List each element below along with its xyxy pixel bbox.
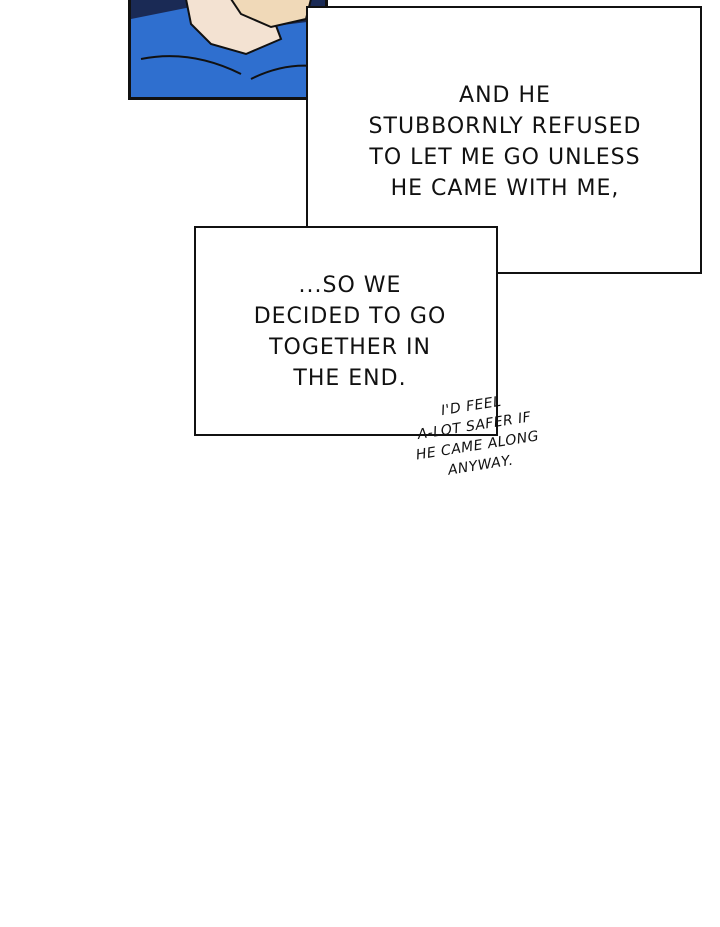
box-merge-cover (304, 228, 312, 272)
illustration-panel (128, 0, 328, 100)
narration-box-bottom (194, 226, 498, 436)
narration-text-top: AND HE STUBBORNLY REFUSED TO LET ME GO U… (368, 83, 642, 201)
narration-text-bottom: ...SO WE DECIDED TO GO TOGETHER IN THE E… (253, 273, 447, 391)
box-merge-cover (196, 272, 496, 278)
character-art (131, 0, 325, 97)
character-hair (230, 0, 312, 29)
clothing-fold (140, 55, 242, 75)
